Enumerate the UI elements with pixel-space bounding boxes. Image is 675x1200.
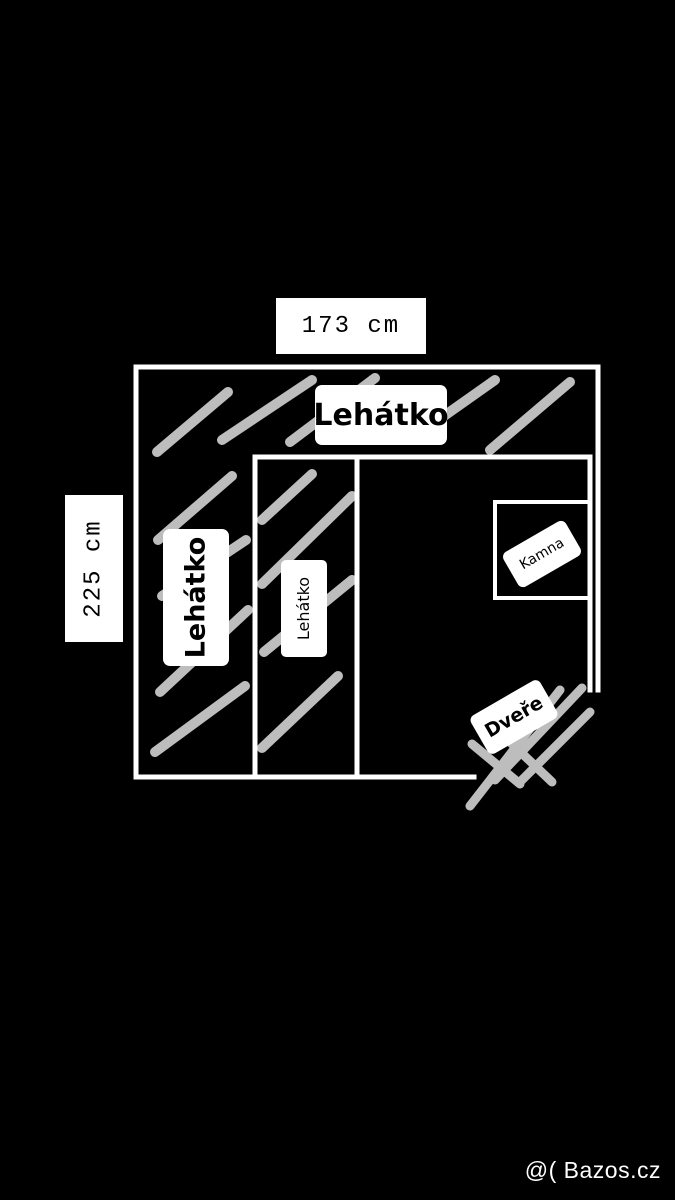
door-cross-3 [515, 707, 595, 787]
height-label: 225 cm [65, 495, 123, 642]
walls [133, 364, 601, 780]
inner-bench-text: Lehátko [294, 576, 314, 641]
door-cross-2 [490, 683, 587, 785]
hatch-stroke [257, 469, 317, 525]
left-bench-text: Lehátko [180, 536, 212, 659]
room-label-top-bench: Lehátko [313, 385, 449, 445]
hatch-stroke [257, 491, 357, 589]
width-label: 173 cm [276, 298, 426, 354]
door-cross-4 [467, 739, 525, 789]
hatch-stroke [485, 377, 575, 455]
height-label-text: 225 cm [80, 519, 108, 618]
stove-box [493, 500, 592, 600]
watermark: @( Bazos.cz [524, 1157, 661, 1183]
door-cross-5 [505, 737, 557, 787]
hatch-stroke [150, 681, 250, 757]
room-label-left-bench: Lehátko [163, 529, 229, 666]
hatch-stroke [217, 375, 317, 445]
hatch-stroke [257, 671, 343, 753]
hatch-stroke [152, 387, 233, 457]
room-label-inner-bench: Lehátko [281, 560, 327, 657]
